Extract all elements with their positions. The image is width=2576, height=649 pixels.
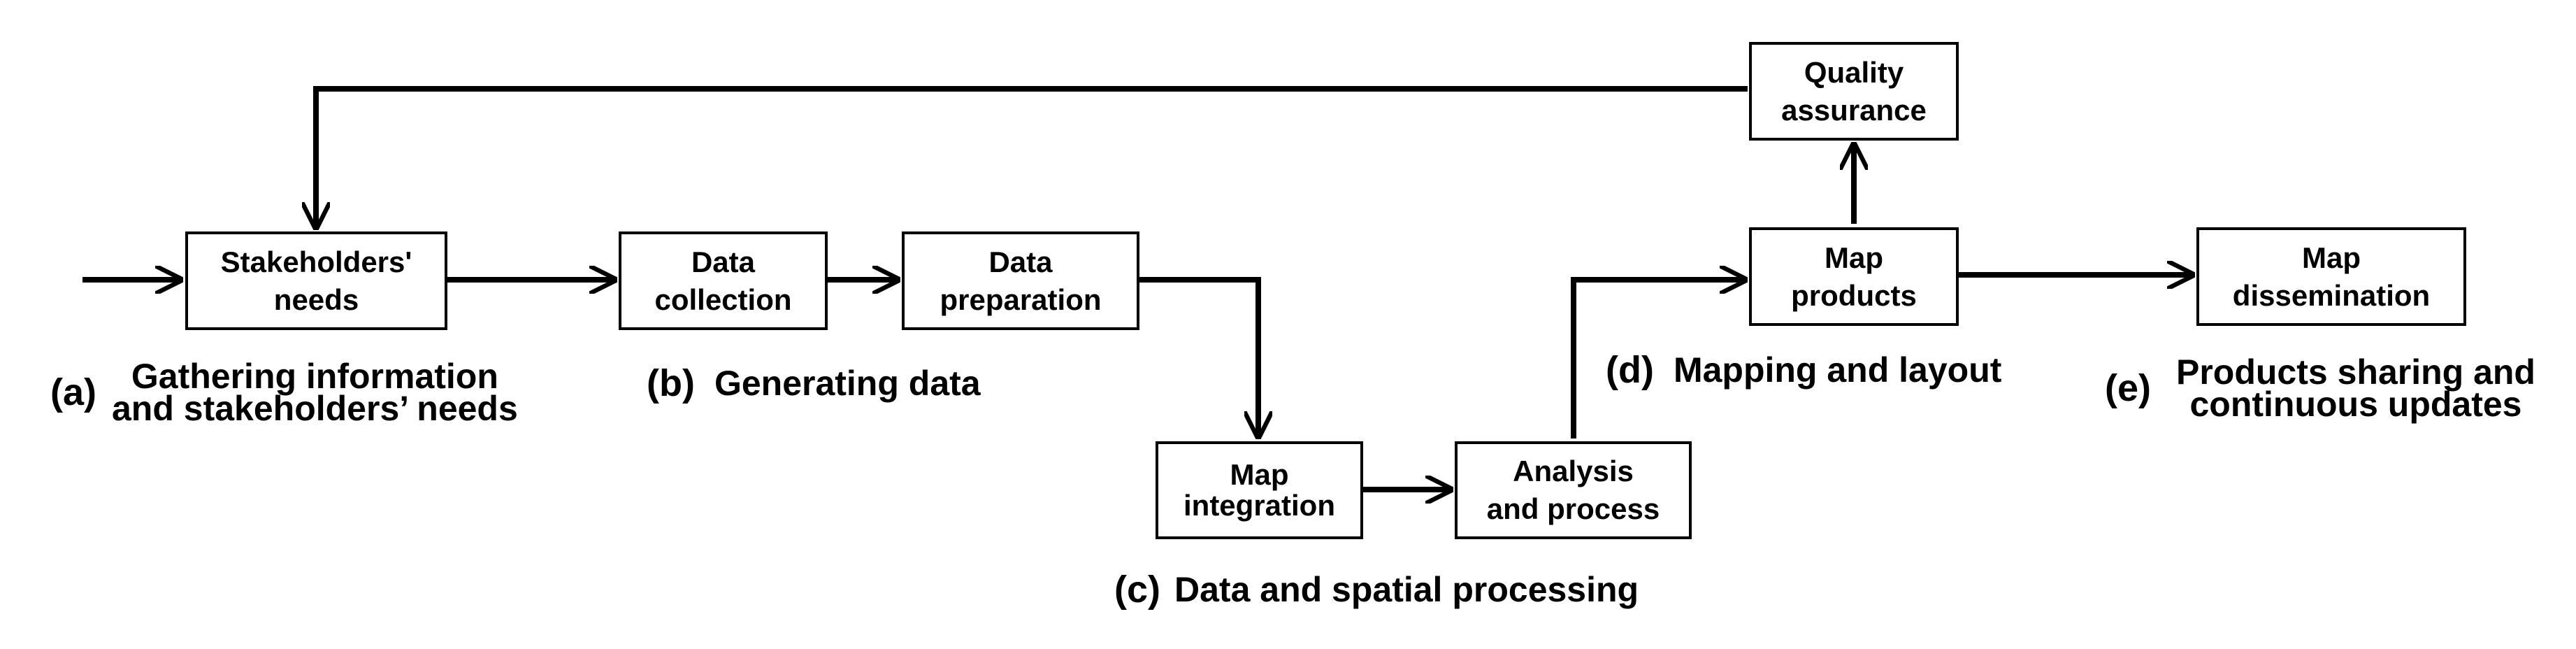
stage-a-tag: (a) <box>50 371 96 413</box>
stage-d-line: Mapping and layout <box>1673 350 2002 390</box>
map-products-box: Map products <box>1749 227 1959 326</box>
box-line: Map <box>2302 241 2361 274</box>
stage-c-tag: (c) <box>1114 569 1160 611</box>
box-line: assurance <box>1781 93 1927 127</box>
stage-c-caption: (c) Data and spatial processing <box>1114 569 1639 611</box>
stage-e-line: continuous updates <box>2189 385 2522 424</box>
box-line: Analysis <box>1513 455 1634 487</box>
box-line: Data <box>988 245 1053 278</box>
stage-e-tag: (e) <box>2105 367 2151 409</box>
map-dissemination-box: Map dissemination <box>2196 227 2466 326</box>
box-line: Data <box>691 245 756 278</box>
stage-a-line: Gathering information <box>131 357 498 396</box>
quality-assurance-box: Quality assurance <box>1749 42 1959 141</box>
stage-d-caption: (d) Mapping and layout <box>1606 349 2002 391</box>
analysis-process-box: Analysis and process <box>1455 441 1692 539</box>
box-line: Map <box>1230 458 1289 491</box>
stage-a-line: and stakeholders’ needs <box>112 389 518 428</box>
preparation-to-integration-arrow <box>1139 277 1258 436</box>
data-preparation-box: Data preparation <box>902 231 1139 330</box>
stage-b-caption: (b) Generating data <box>647 362 981 404</box>
box-line: products <box>1791 278 1917 312</box>
stakeholders-needs-box: Stakeholders' needs <box>185 231 447 330</box>
stage-e-line: Products sharing and <box>2176 352 2535 392</box>
data-collection-box: Data collection <box>619 231 828 330</box>
box-line: Stakeholders' <box>220 245 412 278</box>
box-line: and process <box>1486 492 1660 525</box>
stage-b-line: Generating data <box>714 364 981 403</box>
box-line: needs <box>273 283 359 316</box>
box-line: collection <box>654 283 792 316</box>
box-line: integration <box>1183 489 1335 522</box>
box-line: Map <box>1825 241 1883 274</box>
stage-b-tag: (b) <box>647 362 695 404</box>
analysis-to-products-arrow <box>1571 280 1745 438</box>
map-integration-box: Map integration <box>1156 441 1363 539</box>
stage-e-caption: (e) Products sharing and continuous upda… <box>2105 352 2535 424</box>
box-line: Quality <box>1804 55 1904 89</box>
stage-d-tag: (d) <box>1606 349 1654 391</box>
stage-c-line: Data and spatial processing <box>1174 570 1639 609</box>
stage-a-caption: (a) Gathering information and stakeholde… <box>50 357 518 428</box>
box-line: preparation <box>940 283 1102 316</box>
quality-feedback-arrow <box>316 86 1748 227</box>
box-line: dissemination <box>2232 278 2431 312</box>
